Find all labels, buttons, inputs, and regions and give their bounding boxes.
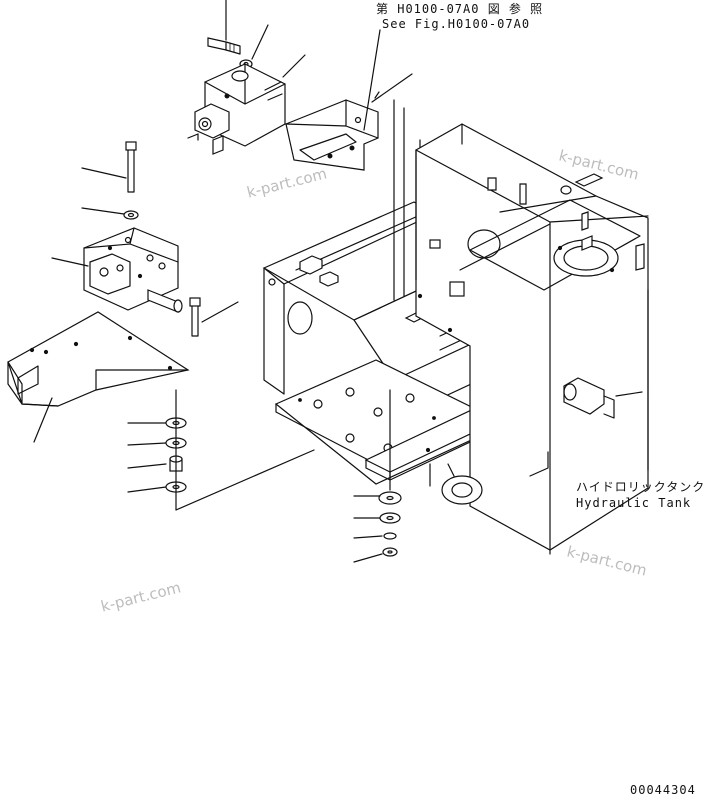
top-valve-assembly bbox=[187, 0, 306, 155]
tank-label-en: Hydraulic Tank bbox=[576, 496, 692, 510]
figure-reference-en: See Fig.H0100-07A0 bbox=[382, 17, 531, 31]
hydraulic-tank bbox=[415, 123, 649, 555]
left-control-valve bbox=[51, 227, 183, 313]
short-bolt bbox=[189, 297, 239, 337]
left-washer-stack bbox=[127, 389, 315, 511]
figure-reference-jp: 第 H0100-07A0 図 参 照 bbox=[376, 2, 544, 16]
left-long-bolt bbox=[81, 141, 139, 220]
leader-lines bbox=[363, 29, 455, 477]
mounting-bracket bbox=[285, 73, 413, 171]
tank-label-jp: ハイドロリックタンク bbox=[576, 480, 706, 494]
right-washer-stack bbox=[353, 389, 402, 563]
drawing-number: 00044304 bbox=[630, 783, 696, 797]
left-mount-plate bbox=[7, 311, 190, 443]
